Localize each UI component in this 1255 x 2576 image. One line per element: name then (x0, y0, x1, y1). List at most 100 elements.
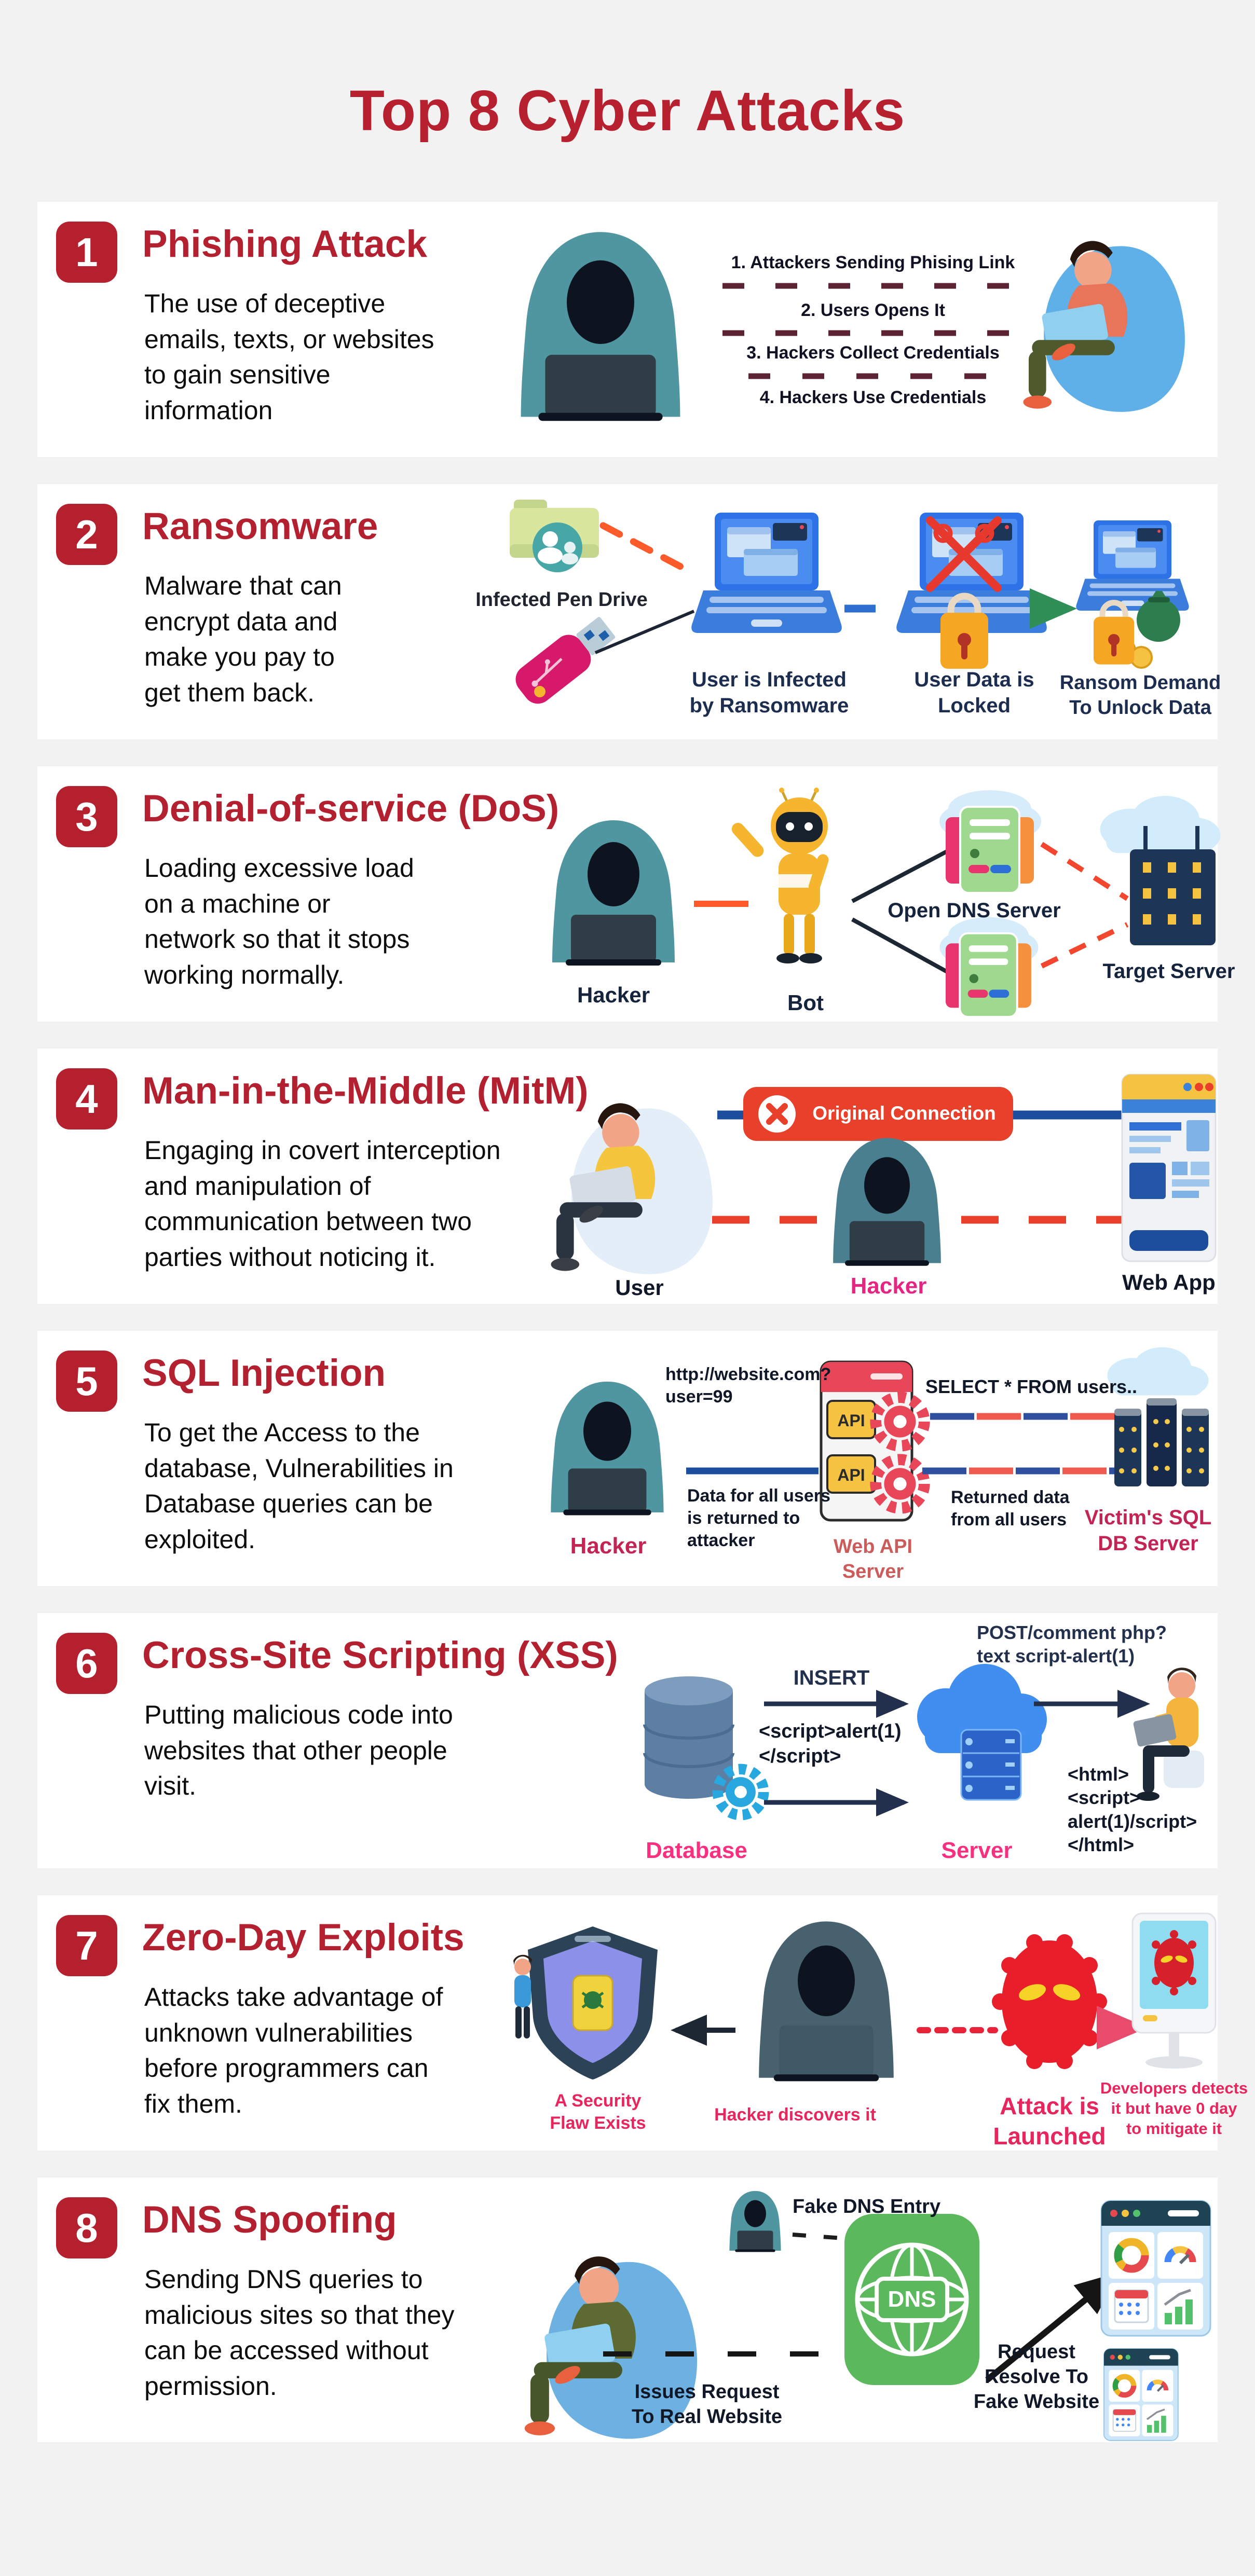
ransom-label: Ransom Demand To Unlock Data (1059, 672, 1221, 719)
fake-website-icon (1101, 2201, 1210, 2336)
ransom-laptop-icon (1076, 520, 1189, 611)
dns-server-icon (938, 916, 1040, 1018)
bot-to-dns-line (851, 917, 952, 976)
insert-label: INSERT (793, 1666, 870, 1689)
zero-day-diagram (513, 1912, 1217, 2082)
original-connection-label: Original Connection (812, 1103, 996, 1124)
attack-dashed-line (1040, 922, 1129, 969)
security-shield-icon (513, 1926, 658, 2079)
developers-detect-label: Developers detects it but have 0 day to … (1100, 2079, 1248, 2138)
hacker-icon (729, 2191, 781, 2252)
visitor-user-icon (1133, 1668, 1204, 1801)
hacker-icon (551, 1381, 664, 1516)
section-number-badge: 2 (56, 504, 117, 565)
section-title: Denial-of-service (DoS) (142, 788, 560, 830)
infected-folder-icon (510, 500, 599, 572)
flaw-exists-label: A Security Flaw Exists (550, 2091, 646, 2133)
hacker-label: Hacker (577, 983, 650, 1007)
phishing-step-3: 3. Hackers Collect Credentials (746, 343, 1000, 363)
phishing-diagram (521, 232, 1185, 421)
mitm-illustration: User Original Connection Hacker Web App (551, 1054, 1217, 1300)
database-icon (643, 1676, 734, 1799)
script-payload-label: <script>alert(1) </script> (759, 1720, 902, 1767)
api-badge-label: API (837, 1411, 865, 1430)
section-description: Attacks take advantage of unknown vulner… (144, 1982, 443, 2118)
hacker-discovers-label: Hacker discovers it (714, 2105, 876, 2125)
returned-data-label: Returned data from all users (951, 1487, 1070, 1530)
section-phishing: 1 Phishing Attack The use of deceptive e… (37, 202, 1218, 457)
dns-globe-icon (844, 2214, 979, 2385)
section-description: Loading excessive load on a machine or n… (144, 853, 414, 989)
ransomware-illustration: Infected Pen Drive User is Infected by R… (473, 484, 1221, 738)
section-title: Cross-Site Scripting (XSS) (142, 1634, 618, 1676)
locked-label: User Data is Locked (914, 668, 1034, 718)
section-description: Malware that can encrypt data and make y… (144, 571, 342, 707)
user-label: User (615, 1275, 664, 1300)
section-title: Ransomware (142, 505, 378, 547)
dos-diagram (552, 788, 1221, 1018)
hacker-icon (759, 1921, 894, 2082)
pen-drive-label: Infected Pen Drive (475, 589, 648, 611)
original-connection-badge (743, 1087, 1013, 1141)
url-label: http://website.com? user=99 (665, 1365, 831, 1407)
section-mitm: 4 Man-in-the-Middle (MitM) Engaging in c… (37, 1049, 1218, 1304)
section-title: Man-in-the-Middle (MitM) (142, 1070, 589, 1112)
target-server-label: Target Server (1102, 960, 1235, 983)
section-number-badge: 1 (56, 222, 117, 283)
chains-lock-icon (926, 516, 1002, 669)
server-cloud-icon (917, 1664, 1047, 1801)
section-number-badge: 7 (56, 1915, 117, 1976)
section-xss: 6 Cross-Site Scripting (XSS) Putting mal… (37, 1613, 1218, 1868)
zero-day-illustration: A Security Flaw Exists Hacker discovers … (504, 1900, 1248, 2150)
fake-website-icon (1104, 2349, 1178, 2441)
section-description: The use of deceptive emails, texts, or w… (144, 289, 434, 425)
section-number-badge: 8 (56, 2197, 117, 2258)
resolve-arrow (985, 2272, 1120, 2382)
dns-spoofing-illustration: Fake DNS Entry DNS Issues Request To Rea… (524, 2180, 1216, 2442)
section-title: Zero-Day Exploits (142, 1917, 465, 1959)
section-number-badge: 3 (56, 786, 117, 847)
infographic-page: Top 8 Cyber Attacks 1 Phishing Attack Th… (0, 78, 1255, 2442)
section-title: DNS Spoofing (142, 2199, 397, 2241)
usb-drive-icon (515, 617, 616, 704)
section-title: Phishing Attack (142, 223, 427, 265)
dos-illustration: Hacker Bot Open DNS Server Target Server (530, 772, 1235, 1021)
database-label: Database (646, 1838, 747, 1863)
infected-label: User is Infected by Ransomware (689, 668, 849, 718)
web-api-server-label: Web API Server (833, 1536, 913, 1582)
bot-to-dns-line (851, 847, 952, 903)
dns-server-icon (938, 789, 1042, 894)
issues-request-label: Issues Request To Real Website (632, 2381, 782, 2428)
section-number-badge: 6 (56, 1633, 117, 1694)
dns-label: DNS (888, 2286, 936, 2312)
usb-connector-line (594, 610, 695, 654)
hacker-label: Hacker (570, 1533, 647, 1559)
open-dns-label: Open DNS Server (888, 899, 1061, 922)
section-sql-injection: 5 SQL Injection To get the Access to the… (37, 1331, 1218, 1586)
section-description: Engaging in covert interception and mani… (144, 1136, 501, 1272)
hacker-icon (833, 1138, 941, 1266)
web-app-icon (1121, 1073, 1217, 1262)
phishing-step-4: 4. Hackers Use Credentials (759, 388, 987, 407)
section-dns-spoofing: 8 DNS Spoofing Sending DNS queries to ma… (37, 2178, 1218, 2442)
section-description: Putting malicious code into websites tha… (144, 1700, 453, 1800)
sql-injection-diagram (551, 1347, 1209, 1522)
virus-icon (992, 1934, 1107, 2069)
phishing-step-1: 1. Attackers Sending Phising Link (731, 253, 1015, 272)
user-icon (551, 1103, 713, 1274)
xss-diagram (643, 1664, 1204, 1878)
html-output-label: <html> <script> alert(1)/script> </html> (1068, 1764, 1197, 1856)
request-resolve-label: Request Resolve To Fake Website (973, 2341, 1100, 2413)
ransomware-diagram (510, 500, 1189, 704)
hacker-icon (521, 232, 680, 421)
section-description: To get the Access to the database, Vulne… (144, 1418, 454, 1554)
bot-label: Bot (787, 990, 824, 1015)
section-dos: 3 Denial-of-service (DoS) Loading excess… (37, 766, 1235, 1022)
fake-dns-entry-label: Fake DNS Entry (793, 2196, 941, 2217)
fake-entry-dashed-line (792, 2233, 843, 2240)
bot-icon (731, 788, 829, 963)
data-returned-label: Data for all users is returned to attack… (687, 1486, 830, 1550)
phishing-step-2: 2. Users Opens It (801, 300, 945, 320)
section-zero-day: 7 Zero-Day Exploits Attacks take advanta… (37, 1895, 1248, 2151)
victim-db-label: Victim's SQL DB Server (1084, 1506, 1212, 1555)
